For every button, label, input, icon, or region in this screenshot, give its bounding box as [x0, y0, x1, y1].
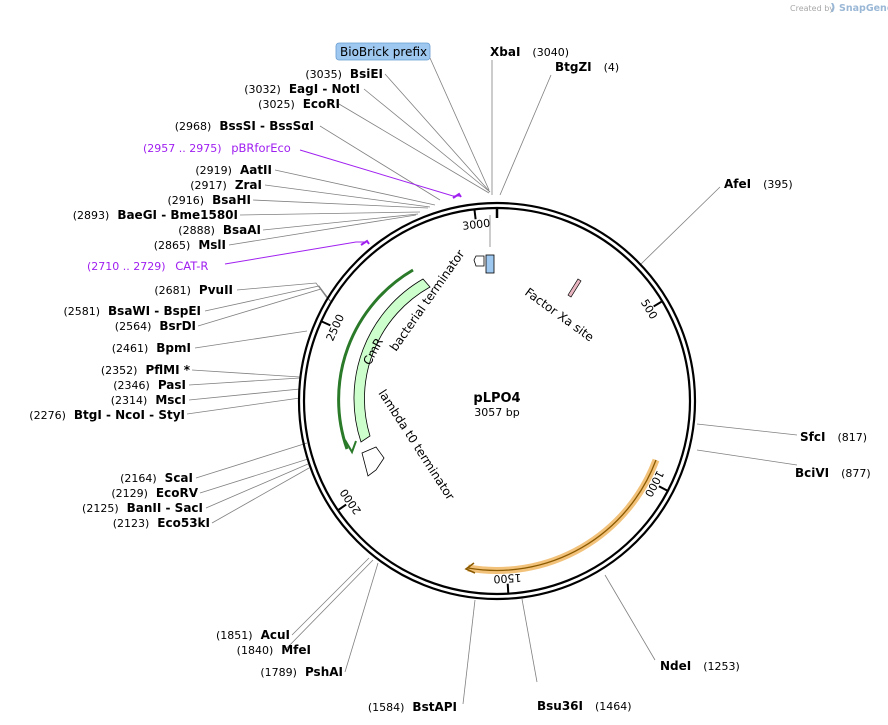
pbrforeco-range: (2957 .. 2975) [143, 142, 222, 155]
site-label: (2352)PflMI * [101, 363, 191, 377]
site-label: (3032)EagI - NotI [244, 82, 360, 96]
site-label: (2129)EcoRV [111, 486, 198, 500]
lambda-t0-shape [361, 446, 385, 477]
orange-orf-line [467, 459, 657, 572]
cat-r-range: (2710 .. 2729) [87, 260, 166, 273]
site-label: (2164)ScaI [120, 471, 193, 485]
biobrick-prefix-label: BioBrick prefix [340, 45, 427, 59]
pbrforeco-label: (2957 .. 2975) pBRforEco [143, 141, 291, 155]
cat-r-primer-mark [360, 239, 370, 246]
bacterial-terminator-shape [473, 255, 485, 267]
tick-label: 500 [638, 297, 660, 322]
tick-mark [658, 485, 669, 492]
snapgene-logo-icon [831, 3, 835, 12]
site-label: (1789)PshAI [260, 665, 343, 679]
cmr-arrow [353, 278, 431, 443]
tick-mark [320, 320, 331, 327]
tick-mark [653, 300, 663, 308]
site-label: (2564)BsrDI [115, 319, 196, 333]
site-label: (1851)AcuI [216, 628, 290, 642]
site-label: (2681)PvuII [154, 283, 233, 297]
backbone-outer [297, 201, 697, 601]
cmr-arrowhead [344, 439, 357, 455]
site-label: (2888)BsaAI [178, 223, 261, 237]
biobrick-prefix-box: BioBrick prefix [335, 42, 431, 61]
biobrick-prefix-marker [485, 254, 495, 274]
site-label: (3035)BsiEI [305, 67, 383, 81]
orange-orf-arc [467, 458, 660, 574]
cmr-orf-outline [337, 268, 414, 450]
site-label: (2346)PasI [113, 378, 186, 392]
site-label: SfcI(817) [800, 430, 867, 444]
site-label: (2125)BanII - SacI [82, 501, 203, 515]
site-label: Bsu36I(1464) [537, 699, 632, 713]
site-label: (2865)MslI [154, 238, 226, 252]
plasmid-length: 3057 bp [474, 406, 519, 419]
orange-orf-arrowhead [464, 562, 476, 574]
tick-mark [506, 583, 510, 594]
credit-brand: SnapGene [839, 3, 888, 14]
factor-xa-label: Factor Xa site [522, 285, 596, 344]
cat-r-label: (2710 .. 2729) CAT-R [87, 259, 208, 273]
site-label: (2916)BsaHI [168, 193, 251, 207]
tick-label: 2000 [337, 486, 364, 516]
backbone-inner [302, 206, 692, 596]
factor-xa-shape [567, 278, 582, 298]
site-label: (2917)ZraI [190, 178, 262, 192]
site-label: (1584)BstAPI [368, 700, 457, 714]
cmr-label: CmR [360, 336, 386, 368]
pbrforeco-primer-mark [452, 192, 462, 199]
site-leader-lines [186, 57, 798, 705]
site-label: BtgZI(4) [555, 60, 619, 74]
site-label: (2461)BpmI [112, 341, 191, 355]
left-site-labels: (3035)BsiEI (3032)EagI - NotI (3025)EcoR… [29, 67, 457, 714]
site-label: (2968)BssSI - BssSαI [175, 119, 314, 133]
pbrforeco-name: pBRforEco [231, 141, 291, 155]
lambda-t0-label: lambda t0 terminator [375, 387, 457, 503]
site-label: (1840)MfeI [237, 643, 311, 657]
site-label: (2919)AatII [195, 163, 272, 177]
primer-leaders [224, 149, 461, 265]
site-label: BciVI(877) [795, 466, 871, 480]
plasmid-name: pLPO4 [473, 391, 520, 406]
tick-mark [473, 209, 477, 220]
site-label: XbaI(3040) [490, 45, 569, 59]
tick-label: 3000 [462, 217, 491, 233]
tick-label: 1500 [493, 571, 522, 586]
site-label: (2314)MscI [111, 393, 186, 407]
site-label: AfeI(395) [724, 177, 793, 191]
site-label: (2276)BtgI - NcoI - StyI [29, 408, 185, 422]
site-label: (2893)BaeGI - Bme1580I [73, 208, 238, 222]
site-label: (3025)EcoRI [258, 97, 340, 111]
site-label: (2581)BsaWI - BspEI [63, 304, 201, 318]
site-label: NdeI(1253) [660, 659, 740, 673]
cat-r-name: CAT-R [175, 259, 208, 273]
site-label: (2123)Eco53kI [113, 516, 210, 530]
tick-mark [337, 503, 347, 512]
credit-text: Created by [790, 4, 834, 13]
tick-label: 2500 [324, 312, 347, 343]
